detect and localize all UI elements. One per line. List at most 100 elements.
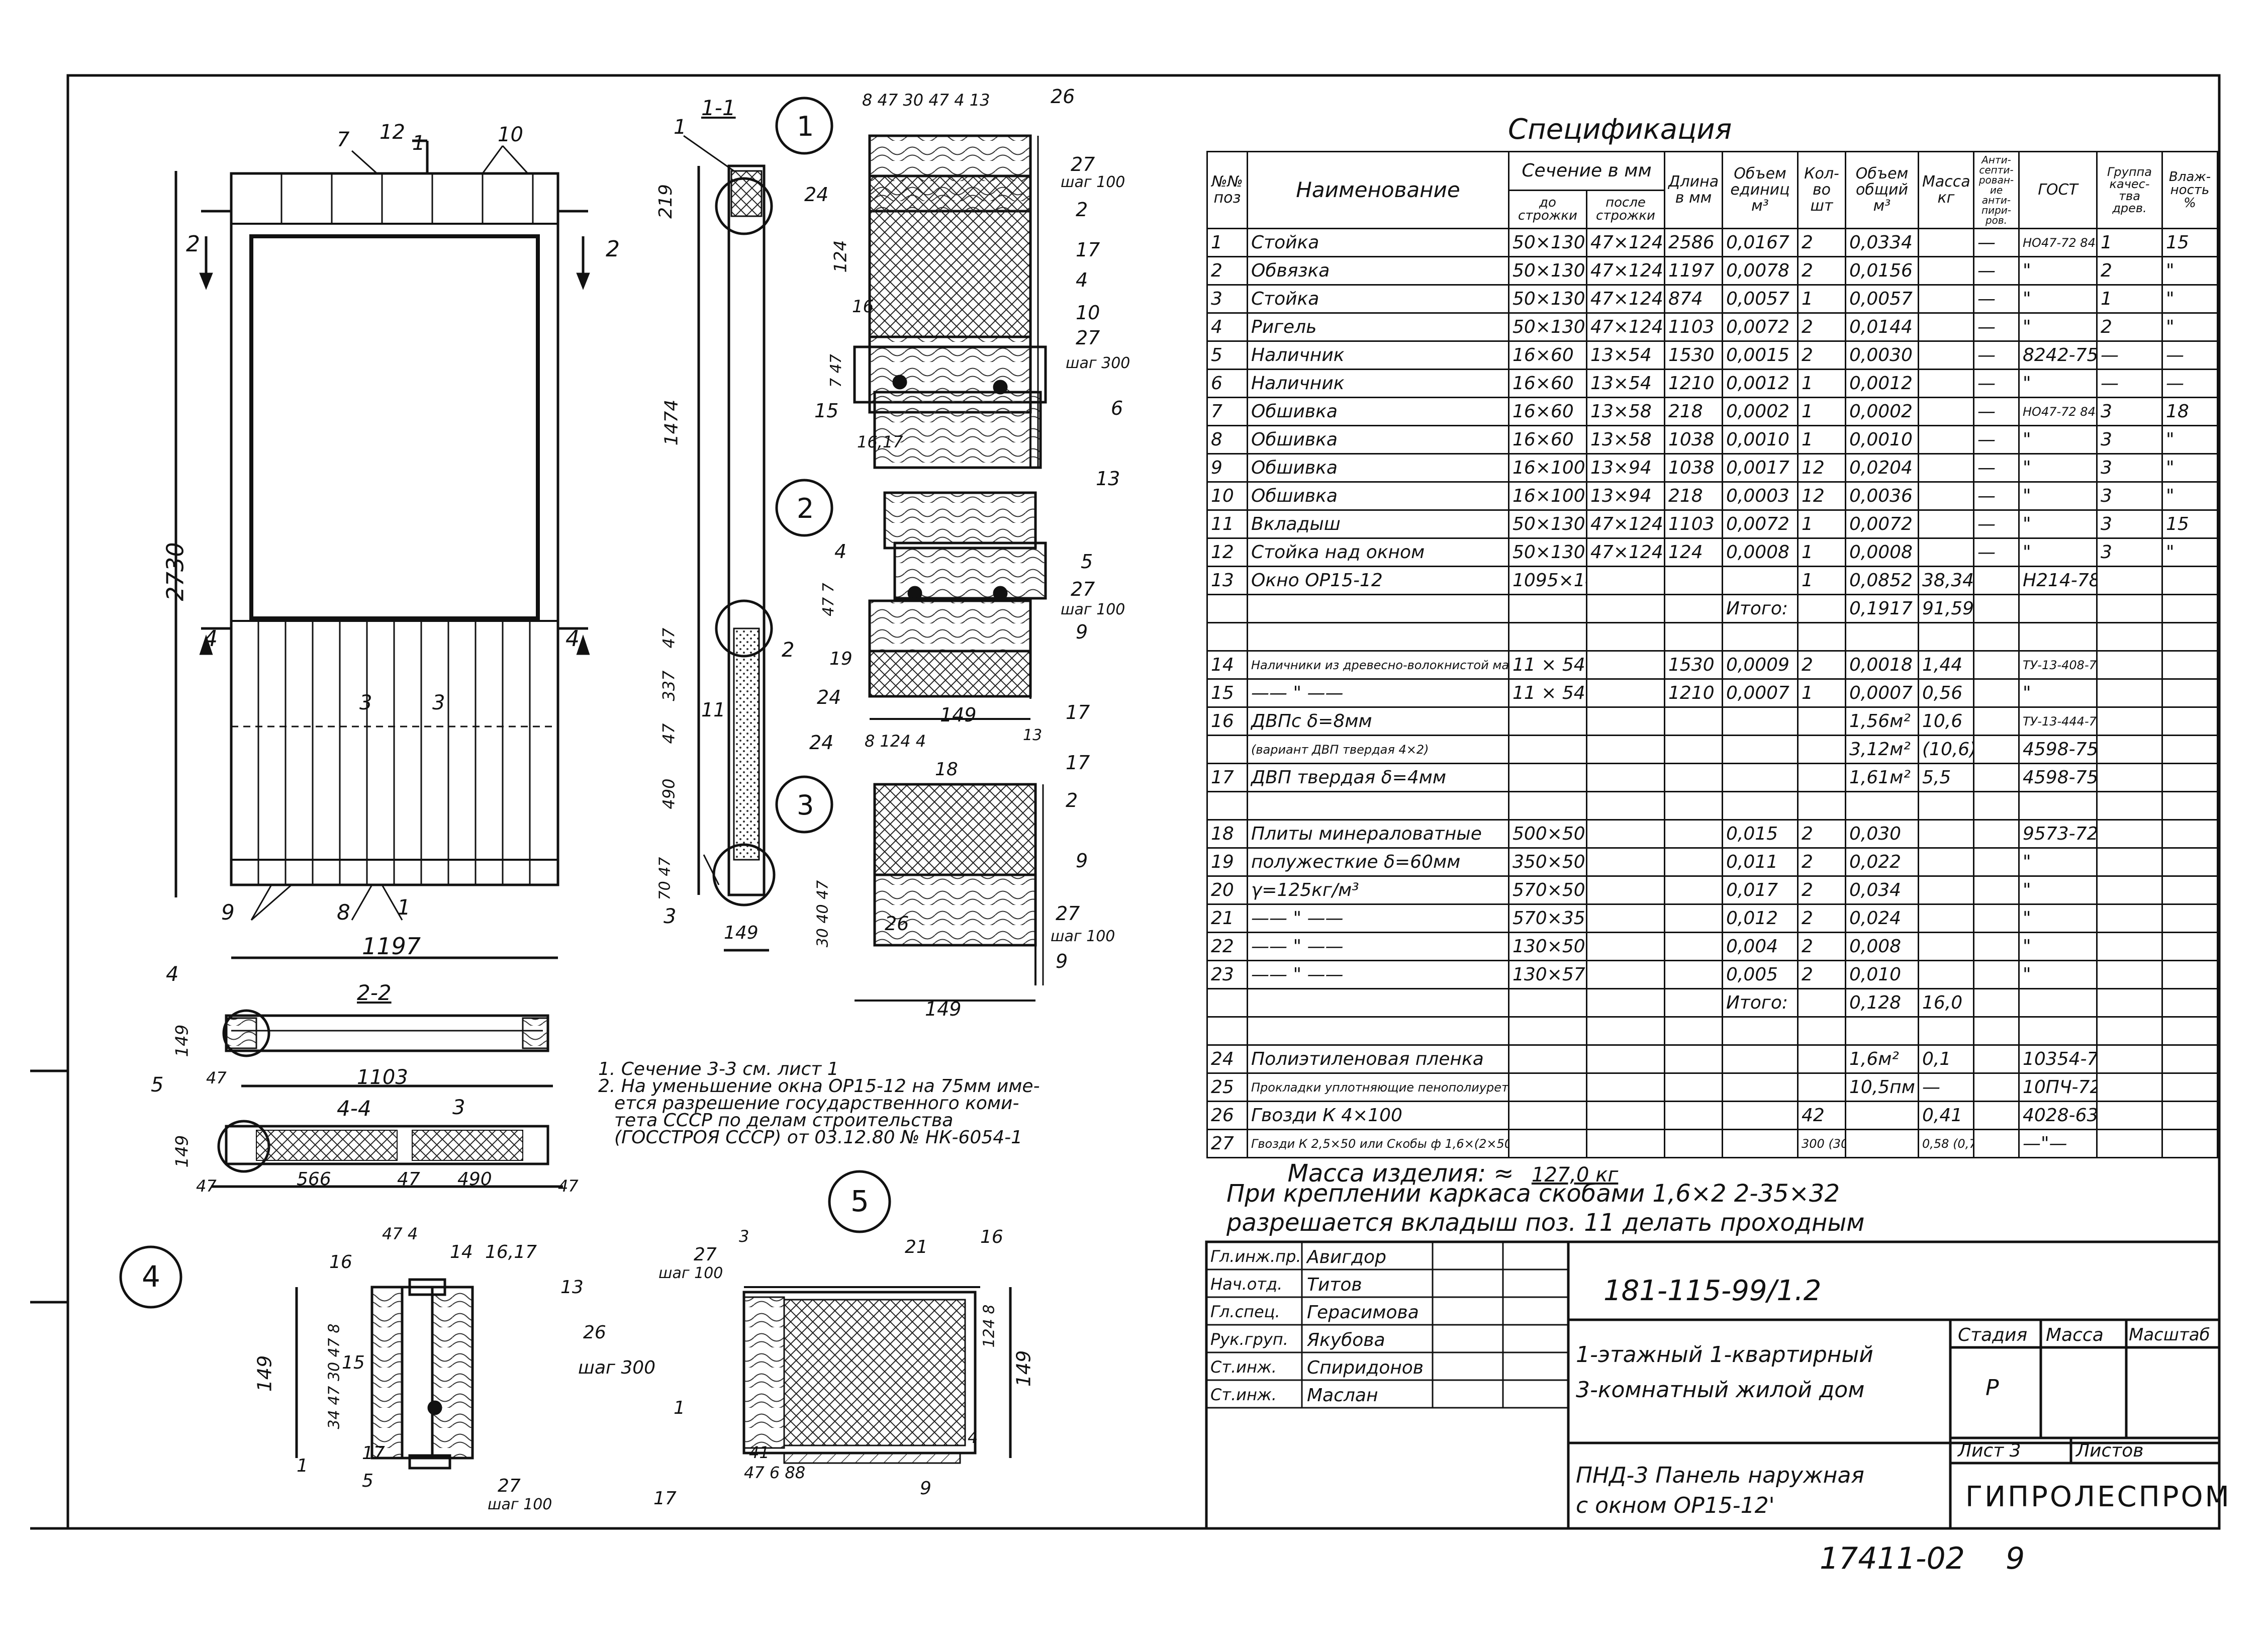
spec-cell-vol: 0,011 [1722,847,1799,877]
detail3-p13: 13 [1023,727,1043,744]
spec-cell-n [1206,1016,1248,1046]
spec-cell-s2: 13×58 [1586,425,1665,455]
detail1-step100: шаг 100 [1061,173,1125,191]
detail5-height: 149 [1012,1350,1035,1387]
spec-cell-tot: 0,0008 [1845,537,1919,567]
spec-cell-mass [1918,425,1974,455]
spec-cell-vol [1722,622,1799,652]
spec-cell-s2 [1586,847,1665,877]
tb-role: Ст.инж. [1210,1385,1277,1404]
spec-cell-n: 5 [1206,340,1248,370]
spec-cell-qty: 1 [1797,678,1846,708]
spec-cell-tot [1845,622,1919,652]
spec-cell-h: 18 [2161,397,2218,426]
scale-label: Масштаб [2129,1325,2210,1345]
spec-cell-q: 3 [2096,537,2163,567]
spec-cell-qty [1797,1016,1846,1046]
detail2-p19: 19 [829,649,853,669]
spec-cell-name: Обвязка [1247,256,1509,286]
spec-cell-tot: 0,0002 [1845,397,1919,426]
spec-cell-len [1664,1044,1723,1074]
project-line: 3-комнатный жилой дом [1576,1377,1865,1403]
spec-cell-len: 1103 [1664,312,1723,342]
spec-mass-row: Масса изделия: ≈ 127,0 кг [1207,1157,2218,1189]
sec44-d1: 566 [297,1169,331,1190]
spec-cell-name: Окно ОР15-12 [1247,566,1509,595]
spec-cell-vol [1722,791,1799,821]
label-p12: 12 [380,121,405,144]
spec-cell-mass [1918,960,1974,989]
spec-cell-gost: Н214-78 [2018,566,2098,595]
tb-role: Нач.отд. [1210,1275,1283,1294]
title-block-frame [1205,1240,2221,1530]
spec-cell-tot: 0,008 [1845,932,1919,961]
spec-cell-n: 15 [1206,678,1248,708]
spec-cell-s2: 13×94 [1586,453,1665,483]
detail5-p41: 41 [749,1443,770,1462]
detail3-vdims: 30 40 47 [814,880,832,948]
spec-cell-h [2161,988,2218,1018]
spec-cell-s2: 13×54 [1586,369,1665,398]
detail3-width: 149 [925,998,962,1020]
spec-cell-gost: " [2018,847,2098,877]
spec-cell-h: — [2161,369,2218,398]
spec-cell-h: " [2161,481,2218,511]
detail4-step300: шаг 300 [578,1357,656,1378]
detail5-p17: 17 [653,1488,677,1509]
spec-cell-s2 [1586,960,1665,989]
spec-cell-name: Гвозди К 4×100 [1247,1101,1509,1130]
detail1-p26: 26 [1051,85,1075,108]
spec-cell-qty: 2 [1797,932,1846,961]
spec-cell-name: Стойка [1247,228,1509,257]
spec-cell-len: 2586 [1664,228,1723,257]
detail4-p26: 26 [583,1322,606,1343]
spec-cell-qty [1797,791,1846,821]
spec-cell-s1 [1508,791,1587,821]
sheet-number: Лист 3 [1958,1440,2021,1461]
spec-cell-tot: 0,128 [1845,988,1919,1018]
sec22-height: 149 [172,1024,193,1057]
spec-cell-s2 [1586,791,1665,821]
spec-cell-vol: 0,0167 [1722,228,1799,257]
sec11-dim-47b: 47 [659,723,679,744]
spec-cell-gost: " [2018,678,2098,708]
detail1-p16: 16 [852,297,874,317]
stage-label: Стадия [1958,1325,2028,1345]
spec-cell-vol: 0,0017 [1722,453,1799,483]
label-cut4-left: 4 [204,626,218,652]
spec-cell-tot: 0,0204 [1845,453,1919,483]
spec-cell-n: 17 [1206,763,1248,792]
spec-cell-s1: 130×500 [1508,932,1587,961]
detail4-p15: 15 [342,1352,365,1373]
spec-cell-mass: 5,5 [1918,763,1974,792]
spec-cell-anti: — [1973,509,2020,539]
spec-cell-name: Вкладыш [1247,509,1509,539]
spec-cell-name: —— " —— [1247,903,1509,933]
spec-cell-name: Ригель [1247,312,1509,342]
spec-cell-h: 15 [2161,509,2218,539]
spec-cell-q [2096,706,2163,736]
spec-cell-mass [1918,312,1974,342]
spec-cell-s1 [1508,1129,1587,1158]
note-line: (ГОССТРОЯ СССР) от 03.12.80 № НК-6054-1 [614,1127,1023,1148]
note-line: тета СССР по делам строительства [614,1110,954,1131]
spec-cell-anti [1973,932,2020,961]
spec-cell-name: —— " —— [1247,678,1509,708]
spec-cell-gost: 8242-75 [2018,340,2098,370]
spec-cell-vol: Итого: [1722,988,1799,1018]
sec11-dim-219: 219 [655,184,676,219]
spec-cell-name: Обшивка [1247,397,1509,426]
spec-cell-len: 218 [1664,481,1723,511]
spec-cell-anti: — [1973,453,2020,483]
spec-cell-gost: " [2018,509,2098,539]
spec-cell-tot: 0,0010 [1845,425,1919,455]
spec-cell-s2: 47×124 [1586,256,1665,286]
sec22-left: 47 [206,1068,227,1087]
spec-cell-len [1664,706,1723,736]
spec-cell-n [1206,594,1248,623]
